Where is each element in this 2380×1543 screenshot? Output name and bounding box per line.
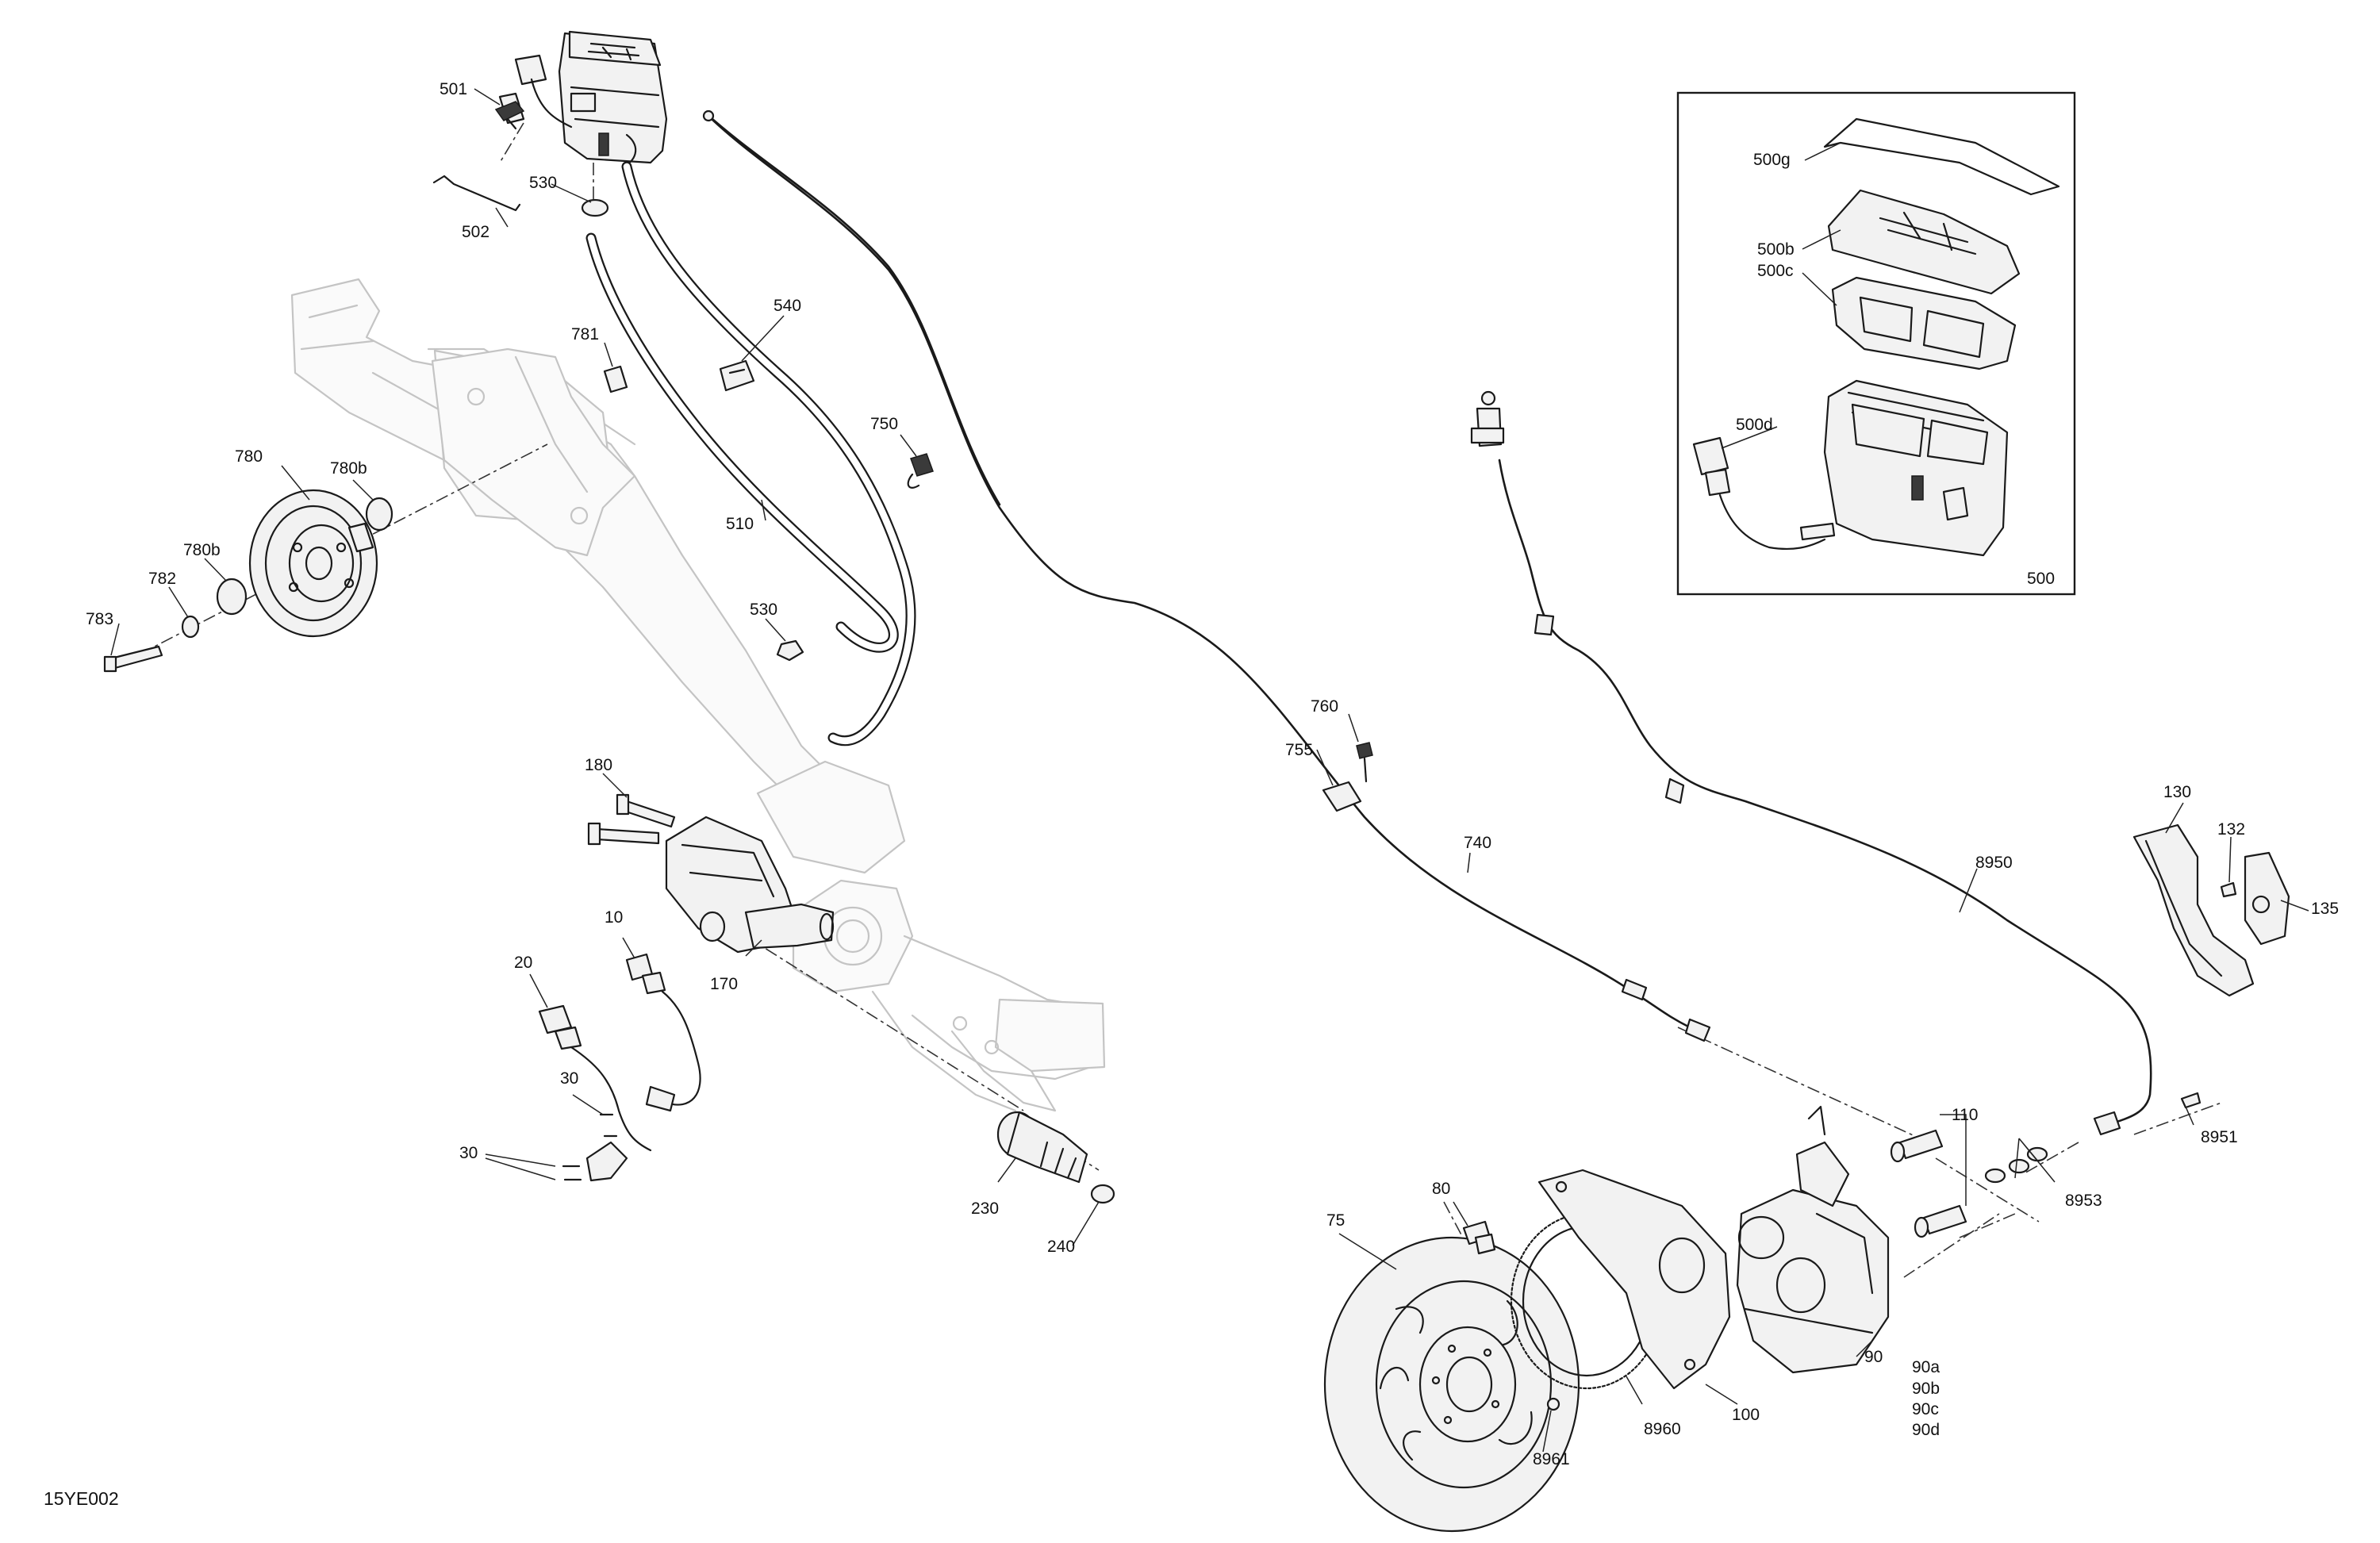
- swing-arm-ghost: [290, 278, 1106, 1112]
- inset-label-500: 500: [2027, 570, 2055, 588]
- diagram-code: 15YE002: [44, 1488, 119, 1509]
- label-10: 10: [605, 908, 623, 927]
- label-230: 230: [971, 1199, 999, 1218]
- label-90c: 90c: [1912, 1400, 1939, 1418]
- bolt-760: [1356, 742, 1373, 783]
- diaphragm-500c: [1831, 276, 2017, 370]
- label-30-upper: 30: [560, 1069, 578, 1088]
- brake-disc-75: [1323, 1236, 1580, 1533]
- hose-clip-540: [719, 359, 755, 392]
- brake-caliper-90: [1736, 1105, 1890, 1374]
- label-760: 760: [1311, 697, 1338, 716]
- label-780: 780: [235, 447, 263, 466]
- label-750: 750: [870, 415, 898, 433]
- nut-530-lower: [776, 639, 804, 662]
- label-20: 20: [514, 954, 532, 972]
- spring-pin-502: [432, 175, 521, 212]
- screws-30: [562, 1113, 618, 1181]
- reservoir-body-500: [1823, 379, 2009, 557]
- label-240: 240: [1047, 1238, 1075, 1256]
- label-90: 90: [1864, 1348, 1883, 1366]
- label-180: 180: [585, 756, 612, 774]
- label-8950: 8950: [1975, 854, 2013, 872]
- caliper-bracket-100: [1537, 1169, 1731, 1390]
- switch-10: [585, 953, 701, 1182]
- reservoir-clip-500g: [1823, 117, 2060, 196]
- label-8961: 8961: [1533, 1450, 1570, 1468]
- reservoir-inset-box: [1676, 91, 2076, 596]
- brake-fluid-reservoir: [498, 30, 668, 168]
- fastener-501: [494, 101, 525, 130]
- bolts-180: [587, 793, 676, 846]
- bearing-780b-right: [365, 497, 393, 532]
- label-501: 501: [440, 80, 467, 98]
- washer-782: [181, 615, 200, 639]
- bolt-783: [103, 645, 163, 673]
- label-530-top: 530: [529, 174, 557, 192]
- screw-8961: [1546, 1397, 1560, 1411]
- label-132: 132: [2217, 820, 2245, 839]
- level-sensor-500d: [1692, 436, 1836, 551]
- label-781: 781: [571, 325, 599, 344]
- label-100: 100: [1732, 1406, 1760, 1424]
- bolt-750: [907, 453, 934, 489]
- bearing-780b-left: [216, 578, 248, 616]
- bolts-110: [1890, 1129, 1967, 1238]
- washer-530-top: [581, 198, 609, 217]
- label-782: 782: [148, 570, 176, 588]
- label-755: 755: [1285, 741, 1313, 759]
- label-90b: 90b: [1912, 1380, 1940, 1398]
- screw-132: [2220, 881, 2237, 898]
- label-540: 540: [774, 297, 801, 315]
- callout-labels: 501 530 502 781 540 750 510 530 780 780b…: [44, 80, 2339, 1509]
- mounting-bracket-ghost: [431, 347, 636, 557]
- label-740: 740: [1464, 834, 1491, 852]
- label-30-lower: 30: [459, 1144, 478, 1162]
- label-8951: 8951: [2201, 1128, 2238, 1146]
- label-75: 75: [1326, 1211, 1345, 1230]
- washers-8953: [1984, 1146, 2048, 1184]
- guard-130: [2132, 823, 2255, 997]
- label-130: 130: [2163, 783, 2191, 801]
- label-500g: 500g: [1753, 151, 1791, 169]
- label-530-lower: 530: [750, 601, 777, 619]
- label-90d: 90d: [1912, 1421, 1940, 1439]
- label-783: 783: [86, 610, 113, 628]
- label-8960: 8960: [1644, 1420, 1681, 1438]
- clip-755: [1322, 781, 1362, 812]
- bracket-135: [2244, 851, 2290, 946]
- label-110: 110: [1952, 1106, 1978, 1124]
- label-510: 510: [726, 515, 754, 533]
- brake-hose-510: [585, 161, 916, 747]
- reservoir-cap-500b: [1827, 189, 2021, 295]
- label-500b: 500b: [1757, 240, 1795, 259]
- bushing-781: [603, 365, 628, 393]
- screw-8951: [2180, 1092, 2202, 1109]
- clamp-240: [1090, 1184, 1115, 1204]
- sensor-cable-8950: [1470, 390, 2152, 1136]
- label-500c: 500c: [1757, 262, 1794, 280]
- label-502: 502: [462, 223, 489, 241]
- switch-20: [538, 1004, 652, 1152]
- bolt-80: [1462, 1220, 1496, 1255]
- label-780b-left: 780b: [183, 541, 221, 559]
- leader-lines: [110, 88, 2309, 1453]
- brake-cable-740: [702, 109, 1711, 1042]
- label-780b-right: 780b: [330, 459, 367, 478]
- label-90a: 90a: [1912, 1358, 1940, 1376]
- label-80: 80: [1432, 1180, 1450, 1198]
- label-135: 135: [2311, 900, 2339, 918]
- boot-230: [996, 1111, 1088, 1184]
- master-cylinder-170: [665, 816, 835, 954]
- label-170: 170: [710, 975, 738, 993]
- label-8953: 8953: [2065, 1192, 2102, 1210]
- label-500d: 500d: [1736, 416, 1773, 434]
- pulley-780: [248, 489, 378, 638]
